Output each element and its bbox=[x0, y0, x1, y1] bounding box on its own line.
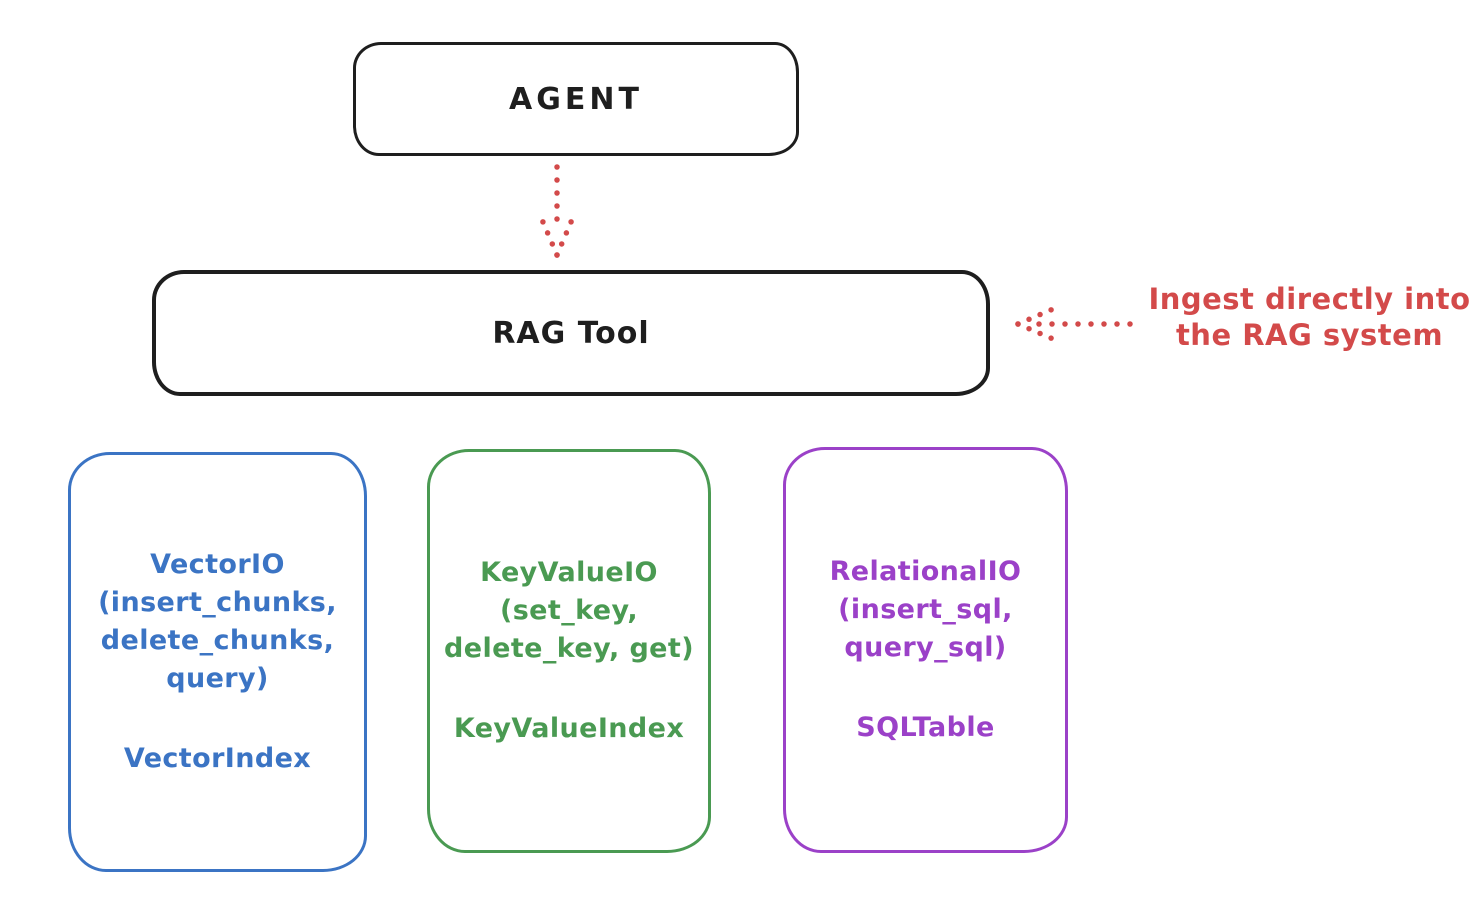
keyvalue-index-label: KeyValueIndex bbox=[453, 713, 685, 744]
vector-io-ops-line: delete_chunks, bbox=[100, 625, 335, 656]
relational-io-node: RelationalIO (insert_sql, query_sql) SQL… bbox=[783, 447, 1068, 853]
ingest-annotation: Ingest directly into the RAG system bbox=[1135, 281, 1484, 353]
vector-io-ops-line: (insert_chunks, bbox=[98, 587, 337, 618]
ingest-annotation-line-1: Ingest directly into bbox=[1148, 282, 1471, 316]
rag-tool-node: RAG Tool bbox=[152, 270, 990, 396]
dotted-arrow-down-agent-to-ragtool bbox=[537, 164, 577, 258]
relational-io-ops-line: query_sql) bbox=[844, 632, 1007, 663]
vector-io-title: VectorIO bbox=[150, 549, 285, 580]
keyvalue-io-ops-line: (set_key, bbox=[499, 595, 639, 626]
dotted-arrow-left-annotation-to-ragtool bbox=[1015, 303, 1133, 345]
vector-io-node: VectorIO (insert_chunks, delete_chunks, … bbox=[68, 452, 367, 872]
agent-node-label: AGENT bbox=[509, 81, 643, 117]
agent-node: AGENT bbox=[353, 42, 799, 156]
ingest-annotation-line-2: the RAG system bbox=[1175, 318, 1444, 352]
keyvalue-io-node: KeyValueIO (set_key, delete_key, get) Ke… bbox=[427, 449, 711, 853]
relational-io-title: RelationalIO bbox=[829, 556, 1022, 587]
vector-io-ops-line: query) bbox=[166, 663, 269, 694]
keyvalue-io-ops-line: delete_key, get) bbox=[444, 633, 694, 664]
relational-io-ops-line: (insert_sql, bbox=[838, 594, 1013, 625]
rag-tool-node-label: RAG Tool bbox=[492, 315, 650, 351]
vector-index-label: VectorIndex bbox=[123, 743, 312, 774]
keyvalue-io-title: KeyValueIO bbox=[480, 557, 658, 588]
sql-table-label: SQLTable bbox=[856, 712, 995, 743]
